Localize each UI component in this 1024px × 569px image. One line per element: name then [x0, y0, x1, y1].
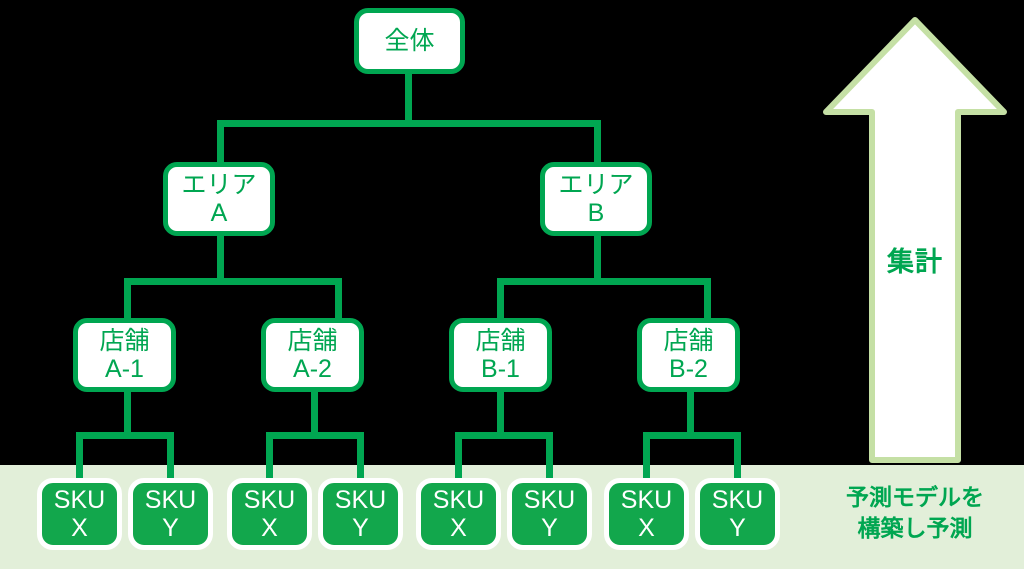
connector-sku-2-drop	[167, 432, 174, 480]
node-store-b2[interactable]: 店舗 B-2	[637, 318, 740, 392]
connector-store-b1-bus	[455, 432, 553, 439]
node-store-a1[interactable]: 店舗 A-1	[73, 318, 176, 392]
connector-store-a1-stem	[124, 390, 131, 436]
node-sku-5-label-line2: X	[450, 514, 467, 542]
node-store-b2-label-line1: 店舗	[663, 327, 714, 355]
aggregation-arrow	[820, 14, 1010, 464]
node-area-a-label-line2: A	[210, 199, 228, 227]
node-sku-5[interactable]: SKU X	[416, 478, 501, 550]
connector-sku-5-drop	[455, 432, 462, 480]
node-sku-3[interactable]: SKU X	[227, 478, 312, 550]
connector-area-b-stem	[594, 234, 601, 282]
connector-sku-7-drop	[643, 432, 650, 480]
connector-store-a2-stem	[311, 390, 318, 436]
node-sku-7-label-line2: X	[638, 514, 655, 542]
node-sku-1-label-line1: SKU	[53, 486, 106, 514]
node-overall[interactable]: 全体	[354, 8, 465, 74]
connector-area-a-drop	[217, 120, 224, 166]
node-area-b[interactable]: エリア B	[540, 162, 652, 236]
node-sku-6-label-line1: SKU	[523, 486, 576, 514]
node-store-b1-label-line1: 店舗	[475, 327, 526, 355]
forecast-caption-line2: 構築し予測	[857, 515, 973, 542]
connector-area-b-drop	[594, 120, 601, 166]
node-sku-8-label-line1: SKU	[711, 486, 764, 514]
arrow-up-icon	[823, 17, 1007, 463]
node-sku-8-label-line2: Y	[729, 514, 746, 542]
connector-store-a2-drop	[335, 278, 342, 322]
node-sku-7[interactable]: SKU X	[604, 478, 689, 550]
node-sku-1[interactable]: SKU X	[37, 478, 122, 550]
node-store-a1-label-line2: A-1	[105, 355, 144, 383]
node-sku-6-label-line2: Y	[541, 514, 558, 542]
connector-store-a2-bus	[266, 432, 364, 439]
aggregation-label: 集計	[887, 247, 943, 277]
connector-sku-4-drop	[357, 432, 364, 480]
connector-root-bus	[217, 120, 601, 127]
node-sku-1-label-line2: X	[71, 514, 88, 542]
node-store-a2-label-line1: 店舗	[287, 327, 338, 355]
node-sku-4[interactable]: SKU Y	[318, 478, 403, 550]
connector-area-a-bus	[124, 278, 342, 285]
forecast-caption: 予測モデルを 構築し予測	[806, 482, 1024, 544]
node-sku-5-label-line1: SKU	[432, 486, 485, 514]
connector-area-b-bus	[497, 278, 711, 285]
node-sku-4-label-line1: SKU	[334, 486, 387, 514]
node-store-a2-label-line2: A-2	[293, 355, 332, 383]
node-area-b-label-line2: B	[587, 199, 605, 227]
node-sku-4-label-line2: Y	[352, 514, 369, 542]
connector-sku-8-drop	[734, 432, 741, 480]
connector-store-b1-drop	[497, 278, 504, 322]
node-store-b1[interactable]: 店舗 B-1	[449, 318, 552, 392]
node-overall-label: 全体	[384, 27, 435, 55]
connector-store-b2-drop	[704, 278, 711, 322]
node-area-a-label-line1: エリア	[181, 171, 257, 199]
connector-store-b2-stem	[687, 390, 694, 436]
node-store-b2-label-line2: B-2	[669, 355, 708, 383]
node-sku-8[interactable]: SKU Y	[695, 478, 780, 550]
connector-store-a1-bus	[76, 432, 174, 439]
node-store-a1-label-line1: 店舗	[99, 327, 150, 355]
node-store-b1-label-line2: B-1	[481, 355, 520, 383]
connector-store-b1-stem	[497, 390, 504, 436]
connector-area-a-stem	[217, 234, 224, 282]
node-sku-3-label-line2: X	[261, 514, 278, 542]
connector-sku-1-drop	[76, 432, 83, 480]
node-sku-2-label-line1: SKU	[144, 486, 197, 514]
node-sku-6[interactable]: SKU Y	[507, 478, 592, 550]
node-area-a[interactable]: エリア A	[163, 162, 275, 236]
node-sku-2-label-line2: Y	[162, 514, 179, 542]
node-sku-7-label-line1: SKU	[620, 486, 673, 514]
node-area-b-label-line1: エリア	[558, 171, 634, 199]
connector-store-a1-drop	[124, 278, 131, 322]
connector-root-stem	[405, 72, 412, 124]
connector-sku-3-drop	[266, 432, 273, 480]
forecast-caption-line1: 予測モデルを	[846, 484, 984, 510]
node-sku-3-label-line1: SKU	[243, 486, 296, 514]
node-store-a2[interactable]: 店舗 A-2	[261, 318, 364, 392]
node-sku-2[interactable]: SKU Y	[128, 478, 213, 550]
connector-store-b2-bus	[643, 432, 741, 439]
connector-sku-6-drop	[546, 432, 553, 480]
